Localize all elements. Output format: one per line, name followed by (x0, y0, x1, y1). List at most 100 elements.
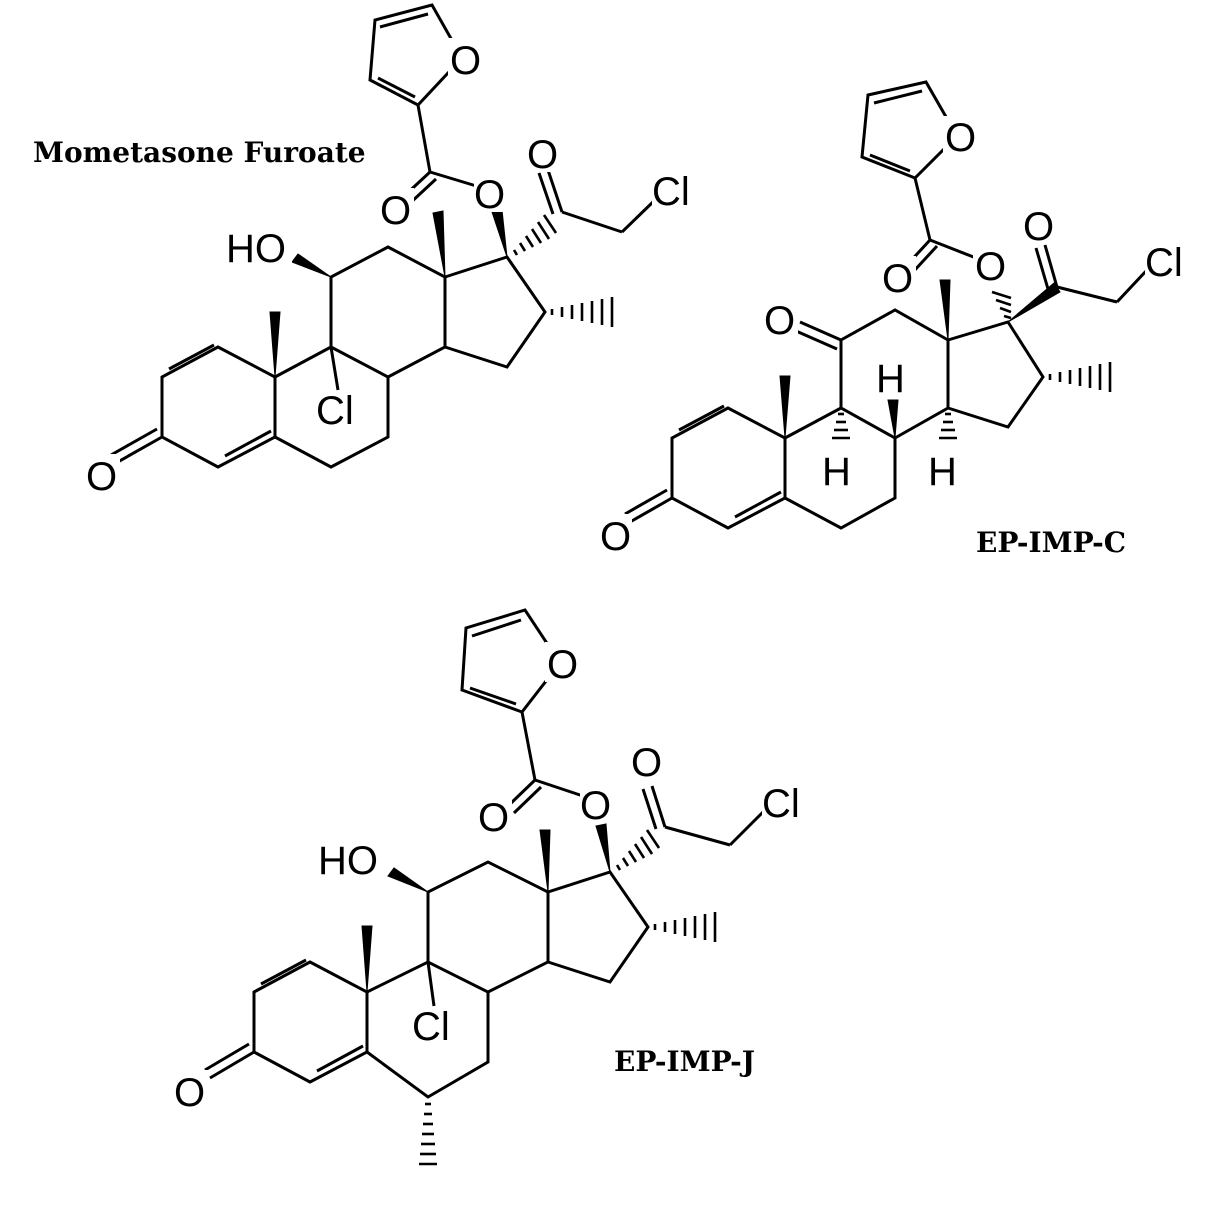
atom-h-c9: H (822, 450, 851, 494)
ester-to-furan (913, 177, 932, 241)
double-bond-4-5 (734, 490, 782, 519)
molecule-mometasone-furoate: O O O O Cl HO Cl O (86, 3, 700, 499)
ester-o-to-c (534, 778, 587, 799)
molecule-ep-imp-c: O O O O Cl O O H H H (598, 80, 1193, 559)
methyl-hash-c16 (1048, 362, 1112, 392)
carbonyl-to-ch2 (664, 825, 731, 847)
c11-ketone-a (799, 320, 842, 342)
ring-c (839, 308, 950, 440)
label-mometasone-furoate: Mometasone Furoate (33, 136, 366, 169)
atom-cl-side: Cl (1145, 241, 1183, 285)
atom-o-furan: O (945, 116, 976, 160)
label-ep-imp-c: EP-IMP-C (976, 526, 1126, 559)
methyl-wedge-c10 (361, 925, 373, 993)
hydrogen-hash-c9 (832, 412, 850, 440)
hydrogen-hash-c14 (939, 412, 957, 440)
atom-h-c8: H (876, 357, 905, 401)
methyl-wedge-c10 (779, 375, 791, 439)
ring-b (784, 406, 897, 530)
ester-to-furan (520, 711, 537, 781)
carbonyl-to-ch2 (561, 210, 623, 234)
ester-o-to-c (929, 238, 977, 260)
atom-o-ester: O (580, 784, 611, 828)
methyl-wedge-c13 (432, 210, 446, 278)
double-bond-1-2 (168, 343, 215, 371)
ring-d (444, 255, 547, 369)
label-ep-imp-j: EP-IMP-J (614, 1045, 755, 1078)
ring-d (547, 870, 650, 984)
atom-cl-c9: Cl (316, 389, 354, 433)
side-chain-hash-c17 (512, 214, 558, 256)
atom-o-c11: O (764, 299, 795, 343)
ester-carbonyl-b (911, 244, 939, 274)
hydroxyl-wedge (291, 253, 332, 278)
atom-o-ketone-side: O (631, 741, 662, 785)
atom-o-ester: O (474, 173, 505, 217)
furan-double-2 (469, 686, 517, 706)
methyl-wedge-c13 (939, 279, 951, 341)
bond-c9-cl (329, 346, 340, 391)
ring-c (426, 860, 550, 994)
atom-o-c3: O (174, 1071, 205, 1115)
ch2-to-cl (728, 810, 765, 847)
ester-oxygen-hash (991, 290, 1012, 320)
hydrogen-wedge-c8 (887, 399, 899, 439)
bond-c9-cl (426, 961, 436, 1007)
ring-d (947, 320, 1045, 429)
molecule-ep-imp-j: O O O O Cl HO Cl O (174, 608, 810, 1166)
atom-cl-c9: Cl (412, 1005, 450, 1049)
double-bond-4-5 (224, 429, 272, 458)
methyl-hash-c16 (550, 297, 614, 327)
methyl-wedge-c10 (269, 311, 281, 378)
furan-double-1 (471, 618, 522, 638)
carbonyl-to-ch2 (1056, 285, 1118, 304)
ketone-bond-a (209, 1050, 255, 1080)
double-bond-1-2 (260, 958, 307, 986)
atom-o-ester-carbonyl: O (380, 189, 411, 233)
side-chain-c20-o-a (546, 169, 564, 213)
atom-hydroxyl: HO (318, 839, 378, 883)
double-bond-1-2 (678, 404, 725, 432)
ring-b (274, 345, 390, 469)
ester-carbonyl-b (512, 785, 543, 815)
atom-o-ketone-side: O (1023, 205, 1054, 249)
side-chain-c20-o-b (537, 172, 555, 215)
ester-to-furan (416, 104, 432, 173)
atom-o-furan: O (547, 643, 578, 687)
ch2-to-cl (1115, 268, 1149, 304)
atom-o-c3: O (600, 515, 631, 559)
side-chain-c20-o-b (1034, 247, 1050, 290)
furan-double-1 (379, 12, 429, 29)
c11-ketone-b (795, 329, 838, 351)
atom-o-ester-carbonyl: O (478, 796, 509, 840)
side-chain-c20-o-b (641, 788, 658, 830)
furan-double-1 (873, 89, 923, 105)
atom-hydroxyl: HO (226, 227, 286, 271)
double-bond-4-5 (316, 1044, 364, 1073)
side-chain-c20-o-a (1043, 244, 1059, 288)
methyl-wedge-c13 (539, 829, 551, 893)
methyl-hash-c6 (419, 1102, 437, 1166)
atom-o-ketone-side: O (527, 133, 558, 177)
atom-o-ester-carbonyl: O (882, 257, 913, 301)
side-chain-c20-o-a (650, 785, 667, 828)
furan-ring (860, 80, 959, 180)
atom-o-ester: O (975, 245, 1006, 289)
ketone-bond-a (115, 435, 163, 465)
atom-cl-side: Cl (652, 170, 690, 214)
ester-oxygen-wedge (595, 823, 611, 873)
ketone-bond-b (624, 488, 668, 516)
ch2-to-cl (620, 198, 657, 234)
atom-o-furan: O (450, 39, 481, 83)
ester-oxygen-wedge (491, 209, 508, 258)
ring-b (366, 960, 490, 1099)
atom-cl-side: Cl (762, 782, 800, 826)
atom-h-c14: H (928, 450, 957, 494)
side-chain-hash-c17 (615, 829, 661, 871)
hydroxyl-wedge (387, 867, 429, 893)
ketone-bond-a (629, 496, 673, 524)
ester-carbonyl-a (506, 778, 537, 808)
atom-o-c3: O (86, 455, 117, 499)
methyl-hash-c16 (653, 912, 717, 942)
